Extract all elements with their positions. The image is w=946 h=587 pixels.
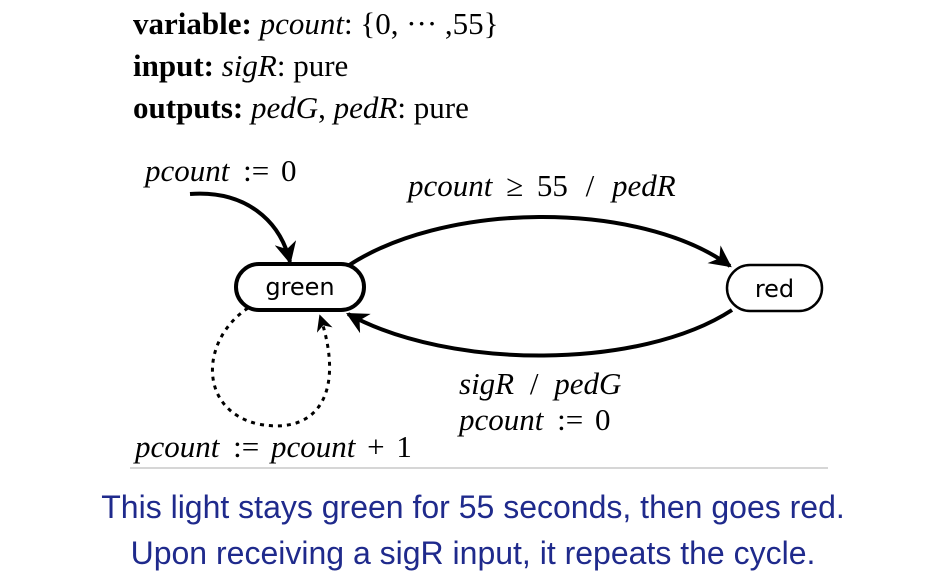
outputs-comma: ,: [318, 90, 326, 125]
input-separator: :: [276, 48, 286, 83]
transition-red-to-green-label-line2: pcount := 0: [457, 402, 610, 437]
outputs-declaration: outputs: pedG, pedR: pure: [133, 90, 469, 126]
transition-green-to-red-label: pcount ≥ 55 / pedR: [406, 168, 676, 203]
variable-keyword: variable:: [133, 6, 252, 41]
variable-name: pcount: [259, 6, 344, 41]
variable-declaration: variable: pcount: {0, ··· ,55}: [133, 6, 499, 42]
transition-red-to-green: [346, 308, 734, 358]
outputs-separator: :: [397, 90, 406, 125]
caption-line-1: This light stays green for 55 seconds, t…: [101, 489, 845, 525]
outputs-type: pure: [413, 90, 469, 125]
transition-green-self-loop: [211, 306, 333, 428]
output-name-pedg: pedG: [251, 90, 319, 125]
state-green-label: green: [265, 273, 334, 301]
outputs-keyword: outputs:: [133, 90, 244, 125]
input-name: sigR: [221, 48, 277, 83]
input-keyword: input:: [133, 48, 214, 83]
variable-separator: :: [343, 6, 353, 41]
initial-transition-label: pcount := 0: [143, 153, 296, 188]
transition-green-self-loop-label: pcount := pcount + 1: [133, 429, 412, 464]
output-name-pedr: pedR: [333, 90, 398, 125]
state-green: green: [234, 262, 366, 312]
input-declaration: input: sigR: pure: [133, 48, 348, 84]
input-type: pure: [293, 48, 349, 83]
transition-red-to-green-label-line1: sigR / pedG: [459, 366, 621, 401]
state-red: red: [725, 263, 824, 313]
state-red-label: red: [755, 275, 794, 303]
transition-green-to-red: [340, 215, 732, 272]
initial-transition-arrow: [189, 191, 297, 265]
variable-domain: {0, ··· ,55}: [360, 6, 499, 41]
caption-line-2: Upon receiving a sigR input, it repeats …: [130, 535, 816, 571]
